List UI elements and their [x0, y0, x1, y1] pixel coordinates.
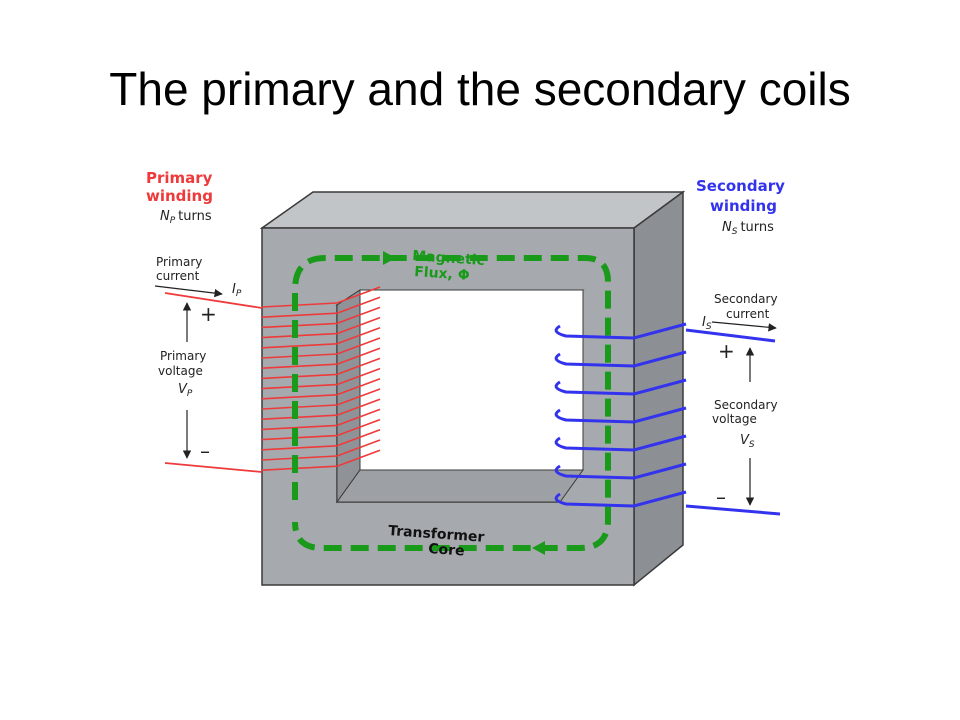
primary-minus-sign: – [200, 439, 210, 463]
secondary-current-arrow [711, 321, 777, 332]
secondary-current-line1: Secondary [714, 292, 778, 306]
flux-label-line2: Flux, Φ [414, 264, 471, 284]
core-top-face [259, 191, 686, 229]
secondary-coil-turn [554, 322, 687, 340]
primary-coil-turn-back [336, 286, 381, 304]
primary-coil-turn-back [336, 327, 381, 345]
flux-arrow-bottom [532, 541, 545, 555]
primary-heading-line1: Primary [146, 169, 213, 187]
primary-coil-turn-back [336, 347, 381, 365]
secondary-voltage-symbol: VS [740, 433, 755, 450]
secondary-coil-turn [554, 350, 687, 368]
magnetic-flux-path [292, 255, 611, 551]
primary-coil-turn [261, 394, 338, 400]
secondary-voltage-line1: Secondary [714, 398, 778, 412]
primary-coil-turn [261, 445, 338, 451]
primary-coil-turn [261, 383, 338, 390]
primary-coil-turn [261, 434, 338, 441]
primary-coil-turn-back [336, 378, 381, 396]
primary-coil-turn [261, 373, 338, 380]
secondary-lead-top [685, 328, 776, 343]
primary-coil-turn-back [336, 418, 381, 437]
secondary-current-line2: current [726, 307, 770, 321]
secondary-lead-bottom [685, 504, 781, 516]
secondary-minus-sign: – [716, 485, 726, 509]
primary-voltage-line1: Primary [160, 349, 206, 363]
core-label-line1: Transformer [388, 523, 485, 546]
primary-coil-turn-back [336, 367, 381, 386]
core-window-inner-bottom [336, 469, 584, 503]
primary-coil-turn-back [336, 439, 381, 457]
primary-current-line2: current [156, 269, 200, 283]
primary-coil-turn-back [336, 398, 381, 416]
primary-lead-bottom [164, 462, 263, 473]
secondary-plus-sign: + [718, 339, 735, 363]
secondary-heading-line2: winding [710, 197, 777, 215]
primary-coil-turn-back [336, 408, 381, 427]
primary-plus-sign: + [200, 302, 217, 326]
primary-current-symbol: IP [232, 282, 242, 299]
primary-coil-turn [261, 302, 338, 308]
primary-coil-turn [261, 343, 338, 349]
secondary-voltage-line2: voltage [712, 412, 757, 426]
primary-coil-turn [261, 312, 338, 318]
primary-coil-turn-back [336, 296, 381, 314]
primary-coil-turn [261, 424, 338, 431]
primary-coil-turn [261, 455, 338, 461]
flux-label-line1: Magnetic [412, 248, 486, 269]
primary-coil-turn-back [336, 337, 381, 355]
primary-coil [261, 286, 381, 471]
primary-coil-turn [261, 322, 338, 329]
primary-coil-turn [261, 363, 338, 369]
primary-coil-turn-back [336, 388, 381, 406]
secondary-coil-turn [554, 406, 687, 424]
primary-coil-turn-back [336, 357, 381, 376]
primary-coil-turn [261, 414, 338, 420]
flux-arrow-top [383, 251, 396, 265]
primary-coil-turn-back [336, 306, 381, 325]
core-label-line2: Core [428, 541, 465, 559]
primary-lead-top [164, 292, 263, 309]
primary-heading-line2: winding [146, 187, 213, 205]
primary-voltage-line2: voltage [158, 364, 203, 378]
secondary-heading-line1: Secondary [696, 177, 785, 195]
secondary-coil-turn [554, 434, 687, 452]
primary-coil-turn [261, 332, 338, 339]
secondary-coil [554, 322, 687, 508]
primary-coil-turn [261, 353, 338, 359]
primary-coil-turn [261, 465, 338, 471]
primary-coil-turn-back [336, 316, 381, 335]
primary-coil-turn-back [336, 449, 381, 467]
primary-current-line1: Primary [156, 255, 202, 269]
primary-coil-turn [261, 404, 338, 410]
primary-voltage-symbol: VP [178, 382, 193, 399]
core-window [359, 289, 584, 471]
primary-current-arrow [154, 285, 223, 298]
secondary-coil-turn [554, 490, 687, 508]
secondary-current-symbol: IS [702, 315, 712, 332]
slide-title: The primary and the secondary coils [109, 63, 851, 115]
primary-coil-turn-back [336, 429, 381, 447]
secondary-coil-turn [554, 462, 687, 480]
secondary-coil-turn [554, 378, 687, 396]
